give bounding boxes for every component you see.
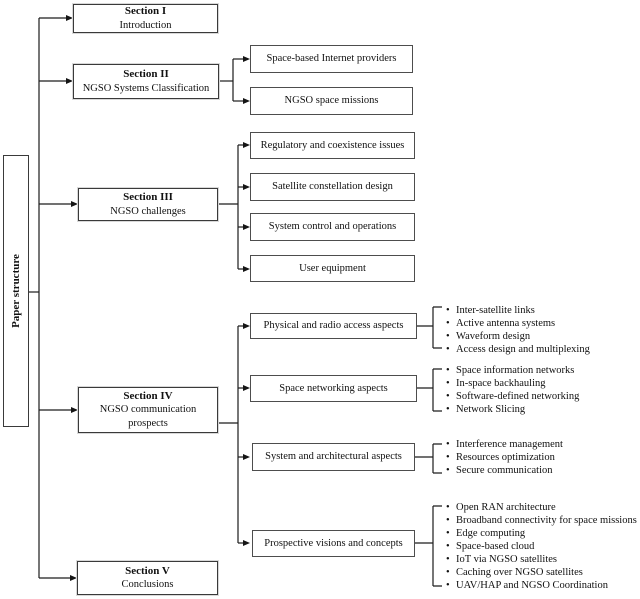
section-4-title: Section IV bbox=[123, 389, 173, 402]
list-item: •Access design and multiplexing bbox=[446, 344, 590, 355]
bullet-marker: • bbox=[446, 465, 450, 476]
subtopic-label: NGSO space missions bbox=[284, 95, 379, 107]
section-1-subtitle: Introduction bbox=[119, 19, 172, 31]
subtopic-label: User equipment bbox=[299, 262, 366, 274]
list-item: •Space-based cloud bbox=[446, 541, 535, 552]
subtopic-user-equipment: User equipment bbox=[250, 255, 415, 282]
list-item: •Open RAN architecture bbox=[446, 502, 556, 513]
subtopic-system-architectural: System and architectural aspects bbox=[252, 443, 415, 471]
bullet-marker: • bbox=[446, 515, 450, 526]
list-item: •In-space backhauling bbox=[446, 378, 546, 389]
bullet-marker: • bbox=[446, 391, 450, 402]
list-item: •Edge computing bbox=[446, 528, 526, 539]
bullet-marker: • bbox=[446, 305, 450, 316]
subtopic-constellation-design: Satellite constellation design bbox=[250, 173, 415, 201]
section-4-subtitle: NGSO communication prospects bbox=[99, 404, 197, 429]
section-5-box: Section V Conclusions bbox=[77, 561, 218, 595]
subtopic-physical-radio-access: Physical and radio access aspects bbox=[250, 313, 417, 339]
list-item: •Waveform design bbox=[446, 331, 531, 342]
section-2-box: Section II NGSO Systems Classification bbox=[73, 64, 219, 99]
subtopic-label: Space-based Internet providers bbox=[266, 53, 397, 65]
subtopic-label: Space networking aspects bbox=[279, 382, 388, 394]
bullet-marker: • bbox=[446, 554, 450, 565]
bracket-bullets-2 bbox=[417, 368, 442, 412]
section-2-title: Section II bbox=[123, 68, 169, 80]
bullet-marker: • bbox=[446, 331, 450, 342]
subtopic-label: System control and operations bbox=[268, 221, 397, 233]
bullet-marker: • bbox=[446, 344, 450, 355]
list-item: •Inter-satellite links bbox=[446, 305, 535, 316]
list-item: •Secure communication bbox=[446, 465, 553, 476]
bullet-marker: • bbox=[446, 567, 450, 578]
subtopic-regulatory-coexistence: Regulatory and coexistence issues bbox=[250, 132, 415, 159]
list-item: •Broadband connectivity for space missio… bbox=[446, 515, 637, 526]
list-item: •Software-defined networking bbox=[446, 391, 580, 402]
root-box-paper-structure: Paper structure bbox=[3, 155, 29, 427]
list-item: •Active antenna systems bbox=[446, 318, 556, 329]
list-item: •Network Slicing bbox=[446, 404, 526, 415]
bracket-bullets-4 bbox=[415, 505, 442, 587]
list-item: •UAV/HAP and NGSO Coordination bbox=[446, 580, 608, 591]
subtopic-prospective-visions: Prospective visions and concepts bbox=[252, 530, 415, 557]
bullet-marker: • bbox=[446, 365, 450, 376]
subtopic-label: Physical and radio access aspects bbox=[263, 320, 404, 332]
section-2-subtitle: NGSO Systems Classification bbox=[82, 82, 210, 94]
bullet-marker: • bbox=[446, 452, 450, 463]
bullet-list-physical-radio: •Inter-satellite links •Active antenna s… bbox=[446, 304, 590, 356]
subtopic-ngso-space-missions: NGSO space missions bbox=[250, 87, 413, 115]
bullet-list-prospective-visions: •Open RAN architecture •Broadband connec… bbox=[446, 501, 637, 592]
bullet-list-system-architectural: •Interference management •Resources opti… bbox=[446, 438, 563, 477]
section-5-title: Section V bbox=[125, 564, 170, 577]
subtopic-label: System and architectural aspects bbox=[265, 451, 402, 463]
section-1-title: Section I bbox=[124, 5, 167, 17]
bullet-marker: • bbox=[446, 541, 450, 552]
bullet-marker: • bbox=[446, 528, 450, 539]
section-3-title: Section III bbox=[123, 191, 173, 203]
subtopic-label: Prospective visions and concepts bbox=[264, 537, 403, 549]
bullet-marker: • bbox=[446, 580, 450, 591]
bullet-marker: • bbox=[446, 318, 450, 329]
bullet-marker: • bbox=[446, 502, 450, 513]
list-item: •Resources optimization bbox=[446, 452, 555, 463]
list-item: •Caching over NGSO satellites bbox=[446, 567, 583, 578]
root-label: Paper structure bbox=[10, 254, 23, 328]
bullet-marker: • bbox=[446, 439, 450, 450]
bracket-bullets-3 bbox=[415, 443, 442, 474]
subtopic-label: Regulatory and coexistence issues bbox=[260, 139, 405, 151]
subtopic-system-control: System control and operations bbox=[250, 213, 415, 241]
bullet-marker: • bbox=[446, 404, 450, 415]
section-3-box: Section III NGSO challenges bbox=[78, 188, 218, 221]
bullet-marker: • bbox=[446, 378, 450, 389]
bracket-bullets-1 bbox=[417, 306, 442, 349]
bullet-list-space-networking: •Space information networks •In-space ba… bbox=[446, 364, 579, 416]
section-1-box: Section I Introduction bbox=[73, 4, 218, 33]
section-5-subtitle: Conclusions bbox=[121, 579, 174, 590]
subtopic-space-internet-providers: Space-based Internet providers bbox=[250, 45, 413, 73]
section-3-subtitle: NGSO challenges bbox=[110, 205, 186, 217]
list-item: •Space information networks bbox=[446, 365, 575, 376]
list-item: •IoT via NGSO satellites bbox=[446, 554, 558, 565]
list-item: •Interference management bbox=[446, 439, 563, 450]
subtopic-label: Satellite constellation design bbox=[272, 181, 393, 193]
subtopic-space-networking: Space networking aspects bbox=[250, 375, 417, 402]
section-4-box: Section IV NGSO communication prospects bbox=[78, 387, 218, 433]
